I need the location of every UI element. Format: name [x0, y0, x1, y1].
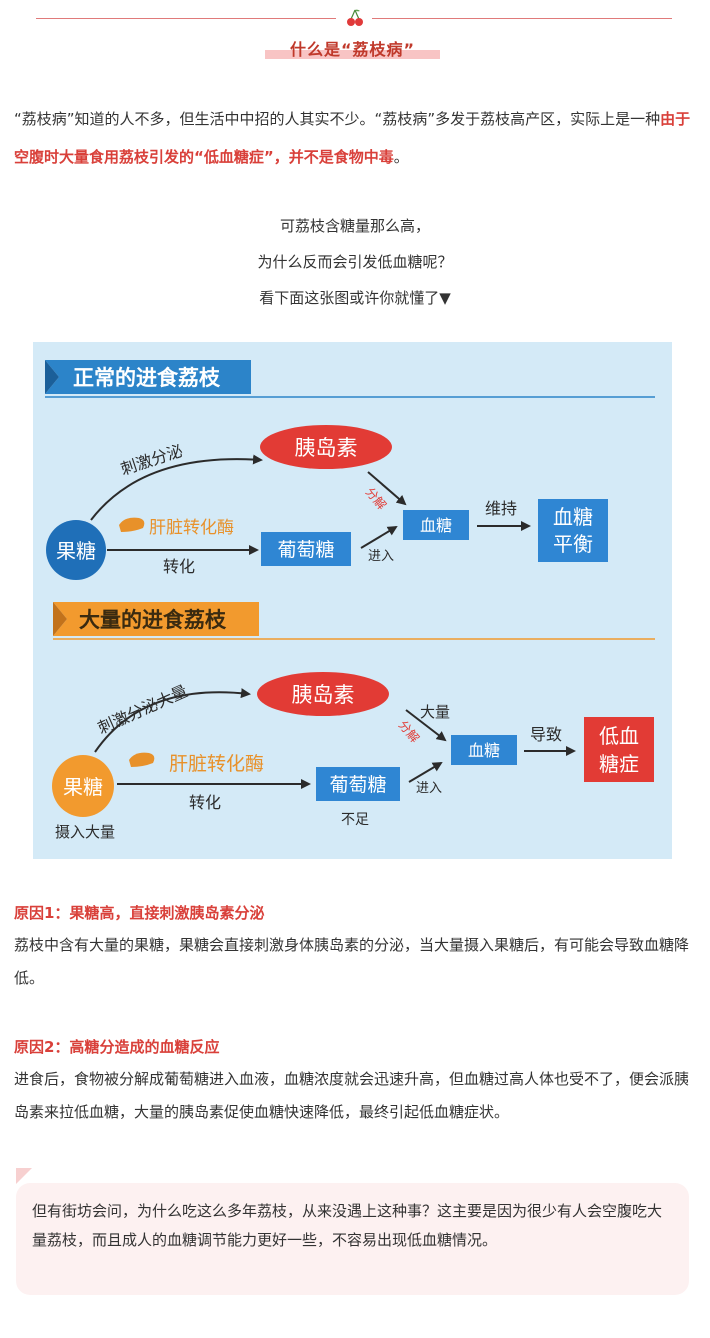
excess-intake-label: 摄入大量: [55, 823, 115, 841]
normal-enter-label: 进入: [368, 549, 394, 564]
normal-bloodsugar-node: [403, 510, 469, 540]
page-title-wrap: 什么是“荔枝病”: [265, 36, 440, 60]
excess-glucose-text: 葡萄糖: [329, 774, 386, 796]
excess-insulin-node: [257, 672, 389, 716]
excess-glucose-node: [316, 767, 400, 801]
callout-text: 但有街坊会问，为什么吃这么多年荔枝，从来没遇上这种事？这主要是因为很少有人会空腹…: [32, 1202, 663, 1249]
excess-liver-icon: [129, 752, 155, 767]
normal-liver-icon: [119, 517, 145, 532]
excess-banner: 大量的进食荔枝: [53, 602, 259, 636]
excess-stimulate-label: 刺激分泌大量: [95, 681, 190, 737]
excess-enter-label: 进入: [416, 781, 442, 796]
intro-highlight: 由于空腹时大量食用荔枝引发的“低血糖症”，并不是食物中毒: [14, 110, 691, 166]
normal-result-line1: 血糖: [553, 505, 593, 529]
excess-large-label: 大量: [420, 703, 450, 721]
excess-result-line1: 低血: [599, 724, 639, 748]
excess-bloodsugar-node: [451, 735, 517, 765]
normal-enter-arrow: [360, 525, 398, 549]
cherry-icon: [347, 9, 363, 26]
excess-breakdown-arrow: [405, 709, 447, 742]
intro-paragraph: “荔枝病”知道的人不多，但生活中中招的人其实不少。“荔枝病”多发于荔枝高产区，实…: [14, 100, 694, 176]
excess-bloodsugar-text: 血糖: [468, 741, 500, 760]
normal-breakdown-arrow: [367, 471, 407, 506]
normal-enzyme-label: 肝脏转化酶: [149, 518, 234, 538]
question-line-2: 为什么反而会引发低血糖呢？: [257, 253, 453, 271]
excess-insufficient-label: 不足: [341, 812, 369, 828]
question-block: 可荔枝含糖量那么高， 为什么反而会引发低血糖呢？ 看下面这张图或许你就懂了▼: [0, 208, 710, 316]
excess-result-line2: 糖症: [599, 752, 639, 776]
normal-result-node: [538, 499, 608, 562]
normal-insulin-text: 胰岛素: [295, 436, 358, 460]
section-header: 什么是“荔枝病”: [0, 0, 710, 70]
question-line-1: 可荔枝含糖量那么高，: [279, 217, 430, 235]
excess-cause-label: 导致: [530, 725, 562, 744]
normal-bloodsugar-text: 血糖: [420, 516, 452, 535]
normal-fructose-node: [46, 520, 106, 580]
reason1-title: 原因1：果糖高，直接刺激胰岛素分泌: [14, 904, 265, 922]
intro-text-end: 。: [393, 148, 409, 166]
normal-breakdown-label: 分解: [363, 485, 389, 512]
excess-breakdown-label: 分解: [396, 718, 422, 745]
lychee-diagram: 正常的进食荔枝 刺激分泌 胰岛素 分解 果糖 肝脏转化酶 转化 葡萄糖 进入 血…: [33, 342, 672, 859]
reason2-title: 原因2：高糖分造成的血糖反应: [14, 1038, 220, 1056]
callout-corner: [16, 1168, 32, 1184]
callout-box: 但有街坊会问，为什么吃这么多年荔枝，从来没遇上这种事？这主要是因为很少有人会空腹…: [16, 1183, 689, 1295]
excess-banner-text: 大量的进食荔枝: [79, 608, 227, 632]
excess-stimulate-arrow: [94, 688, 251, 753]
excess-result-node: [584, 717, 654, 782]
divider-left: [36, 18, 336, 19]
page-title: 什么是“荔枝病”: [289, 40, 416, 59]
divider-right: [372, 18, 672, 19]
reason2-text: 进食后，食物被分解成葡萄糖进入血液，血糖浓度就会迅速升高，但血糖过高人体也受不了…: [14, 1070, 690, 1121]
normal-result-line2: 平衡: [553, 532, 593, 556]
excess-convert-label: 转化: [189, 793, 221, 812]
normal-glucose-text: 葡萄糖: [277, 539, 334, 561]
excess-enter-arrow: [408, 761, 443, 783]
normal-stimulate-arrow: [90, 454, 263, 521]
excess-insulin-text: 胰岛素: [292, 683, 355, 707]
reason1-text: 荔枝中含有大量的果糖，果糖会直接刺激身体胰岛素的分泌，当大量摄入果糖后，有可能会…: [14, 936, 690, 987]
normal-banner: 正常的进食荔枝: [45, 360, 251, 394]
question-line-3: 看下面这张图或许你就懂了▼: [259, 289, 451, 307]
normal-fructose-text: 果糖: [56, 539, 96, 563]
normal-maintain-label: 维持: [485, 499, 517, 518]
excess-fructose-node: [52, 755, 114, 817]
intro-text: “荔枝病”知道的人不多，但生活中中招的人其实不少。“荔枝病”多发于荔枝高产区，实…: [14, 110, 661, 128]
normal-convert-label: 转化: [163, 557, 195, 576]
excess-enzyme-label: 肝脏转化酶: [169, 753, 264, 775]
normal-insulin-node: [260, 425, 392, 469]
title-underline: [265, 50, 440, 59]
diagram-svg: 正常的进食荔枝 刺激分泌 胰岛素 分解 果糖 肝脏转化酶 转化 葡萄糖 进入 血…: [45, 360, 655, 841]
normal-banner-text: 正常的进食荔枝: [73, 366, 221, 390]
normal-glucose-node: [261, 532, 351, 566]
excess-fructose-text: 果糖: [63, 775, 103, 799]
